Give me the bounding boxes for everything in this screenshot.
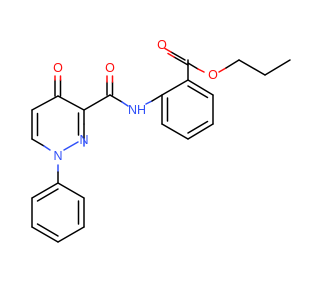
bond-ester-co-double	[173, 56, 189, 66]
atom-o-ester: O	[208, 68, 218, 82]
atom-label-layer: O O O O NH N N	[53, 38, 218, 163]
atom-o-keto: O	[53, 61, 63, 75]
bond-ar-3	[187, 123, 214, 140]
bond-ph-3	[31, 226, 59, 243]
bond-c3-amide-c	[83, 94, 111, 111]
bond-ph-inner-2	[36, 223, 59, 237]
bond-o-ch2-c	[225, 59, 240, 69]
atom-o-ester-carbonyl: O	[157, 38, 167, 52]
bond-c4-c5	[31, 95, 59, 111]
bond-c6-n1-n	[43, 145, 51, 151]
bond-butyl-2	[238, 59, 266, 76]
bond-ar-6	[161, 79, 189, 96]
bond-ar-2	[161, 123, 189, 140]
atom-n2: N	[79, 133, 88, 147]
bond-ester-c-o	[187, 62, 199, 70]
bond-ar-inner-2	[187, 120, 209, 134]
atom-nh: NH	[128, 103, 146, 117]
bond-amide-c-n-n	[121, 101, 129, 107]
bond-o-ch2	[218, 67, 227, 73]
atom-n1: N	[53, 149, 62, 163]
bond-ester-c-o-o	[197, 68, 205, 73]
bond-c4-c3	[57, 95, 85, 111]
bond-ph-1	[31, 182, 59, 199]
bond-layer	[31, 47, 291, 243]
atom-o-amide: O	[105, 61, 115, 75]
bond-c6-n1	[31, 138, 45, 147]
bond-ester-co-double-o	[167, 52, 175, 58]
bond-nh-ring-c	[151, 94, 163, 102]
bond-ar-inner-3	[187, 85, 209, 99]
molecule-structure: O O O O NH N N	[31, 38, 291, 243]
bond-butyl-3	[264, 59, 291, 76]
bond-ph-4	[57, 226, 85, 243]
bond-ester-co	[170, 51, 186, 61]
bond-ph-inner-1	[36, 188, 59, 202]
bond-ph-6	[57, 182, 85, 199]
bond-n1-n2	[63, 141, 79, 151]
bond-ester-co-o	[164, 47, 172, 53]
bond-ar-5	[187, 79, 214, 96]
bond-amide-c-n	[109, 94, 123, 103]
bond-nh-ring	[145, 100, 153, 105]
